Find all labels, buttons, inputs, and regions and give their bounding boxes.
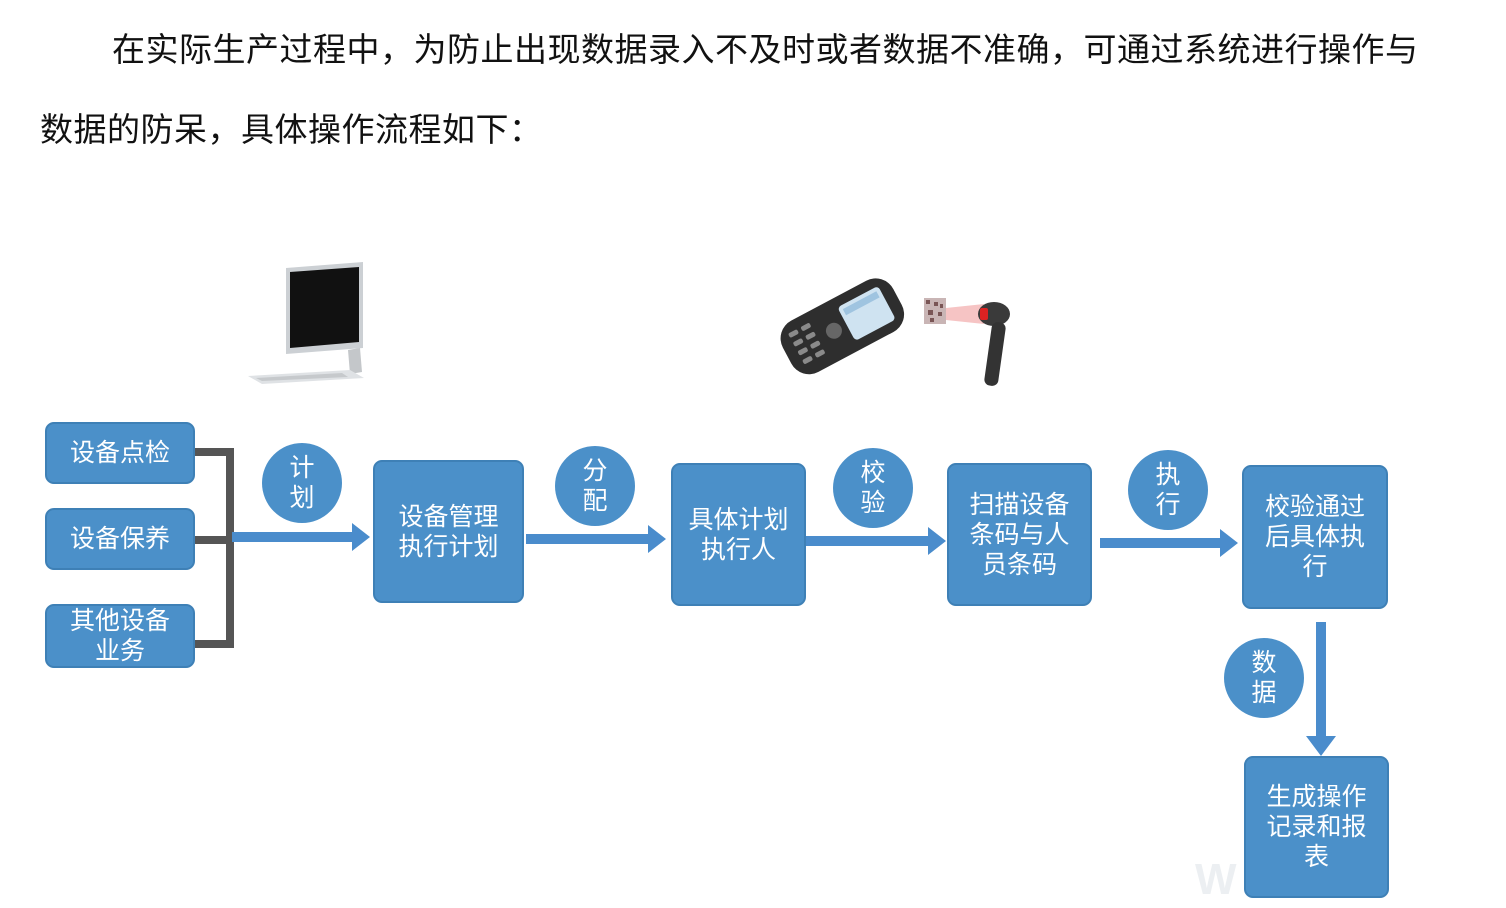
source-box-inspection: 设备点检: [45, 422, 195, 484]
label-circle-plan: 计划: [262, 443, 342, 523]
arrow-to-executor: [526, 525, 666, 553]
source-box-other: 其他设备业务: [45, 604, 195, 668]
arrow-to-record: [1306, 622, 1336, 756]
handheld-terminal-icon: [780, 278, 905, 375]
watermark-mark: W: [1195, 855, 1237, 904]
arrow-to-scan: [806, 527, 946, 555]
source-box-maintenance: 设备保养: [45, 508, 195, 570]
record-box: 生成操作记录和报表: [1244, 756, 1389, 898]
barcode-scanner-icon: [924, 298, 1010, 386]
exec-box: 校验通过后具体执行: [1242, 465, 1388, 609]
label-circle-execute: 执行: [1128, 450, 1208, 530]
intro-paragraph: 在实际生产过程中，为防止出现数据录入不及时或者数据不准确，可通过系统进行操作与数…: [40, 30, 1419, 149]
source-bracket: [192, 448, 234, 648]
desktop-computer-icon: [248, 262, 364, 384]
plan-box: 设备管理执行计划: [373, 460, 524, 603]
arrow-to-plan: [232, 523, 370, 551]
label-circle-verify: 校验: [833, 448, 913, 528]
scan-box: 扫描设备条码与人员条码: [947, 463, 1092, 606]
label-circle-data: 数据: [1224, 638, 1304, 718]
executor-box: 具体计划执行人: [671, 463, 806, 606]
arrow-to-exec: [1100, 529, 1238, 557]
label-circle-assign: 分配: [555, 446, 635, 526]
